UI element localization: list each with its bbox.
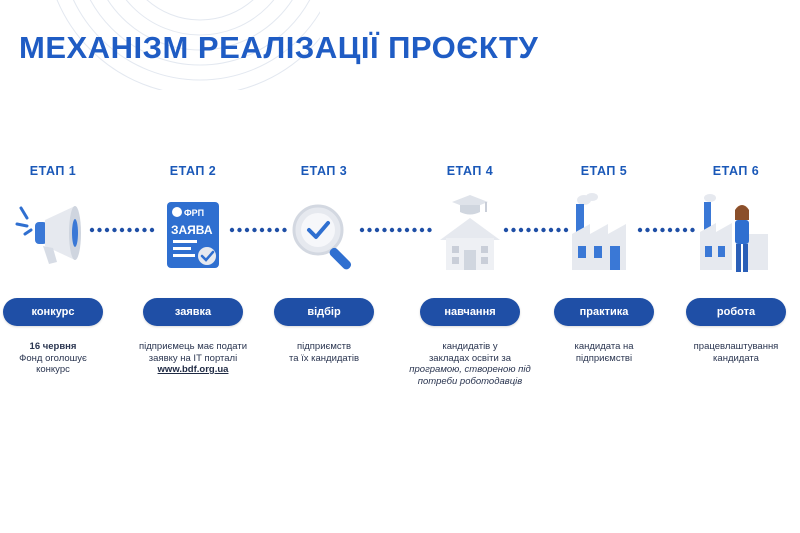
timeline-dot bbox=[89, 227, 95, 233]
factory-worker-icon bbox=[700, 194, 768, 272]
timeline-dot bbox=[675, 227, 680, 233]
desc-line: кандидатів у bbox=[442, 341, 498, 352]
stage-label: ЕТАП 4 bbox=[446, 164, 494, 178]
stage-pill[interactable]: відбір bbox=[274, 298, 374, 326]
page-title: МЕХАНІЗМ РЕАЛІЗАЦІЇ ПРОЄКТУ bbox=[19, 30, 539, 65]
stage-pill[interactable]: заявка bbox=[143, 298, 243, 326]
timeline-dot bbox=[637, 227, 643, 233]
timeline-dot bbox=[267, 227, 272, 233]
timeline-dot bbox=[526, 227, 531, 233]
timeline-dot bbox=[282, 227, 287, 233]
magnifier-check-icon bbox=[292, 204, 352, 270]
timeline-dot bbox=[511, 227, 516, 233]
desc-line: заявку на ІТ порталі bbox=[148, 352, 238, 364]
timeline-dot bbox=[397, 227, 402, 233]
timeline-dot bbox=[660, 227, 665, 233]
desc-line: та їх кандидатів bbox=[288, 352, 360, 364]
desc-line: програмою, створеною під bbox=[409, 364, 531, 375]
timeline-dot bbox=[229, 227, 235, 233]
timeline-dot bbox=[382, 227, 387, 233]
desc-line: потреби роботодавців bbox=[417, 375, 523, 387]
desc-line: працевлаштування bbox=[693, 341, 779, 352]
timeline-dot bbox=[149, 227, 155, 233]
stage-pill[interactable]: робота bbox=[686, 298, 786, 326]
timeline-dot bbox=[104, 227, 110, 233]
timeline-dot bbox=[389, 227, 395, 233]
timeline-dot bbox=[556, 227, 561, 233]
timeline-dot bbox=[533, 227, 539, 233]
background-arcs bbox=[56, 0, 320, 90]
timeline-dot bbox=[427, 227, 432, 233]
timeline-dot bbox=[252, 227, 257, 233]
timeline-dot bbox=[667, 227, 673, 233]
stage-description: кандидатів у закладах освіти за програмо… bbox=[405, 341, 535, 387]
desc-line: конкурс bbox=[36, 364, 70, 375]
stage-pill[interactable]: конкурс bbox=[3, 298, 103, 326]
desc-line: закладах освіти за bbox=[428, 352, 512, 364]
desc-line: підприємець має подати bbox=[138, 341, 248, 352]
stage-label: ЕТАП 3 bbox=[300, 164, 348, 178]
portal-link[interactable]: www.bdf.org.ua bbox=[157, 364, 229, 375]
stage-date: 16 червня bbox=[29, 341, 77, 352]
timeline-dot bbox=[548, 227, 554, 233]
timeline-dot bbox=[244, 227, 250, 233]
timeline-dot bbox=[374, 227, 380, 233]
stage-pill[interactable]: практика bbox=[554, 298, 654, 326]
timeline-dot bbox=[237, 227, 242, 233]
desc-line: підприємстві bbox=[575, 352, 633, 364]
desc-line: кандидата на bbox=[574, 341, 634, 352]
stage-label: ЕТАП 6 bbox=[712, 164, 760, 178]
school-graduation-icon bbox=[440, 195, 500, 270]
stage-label: ЕТАП 1 bbox=[29, 164, 77, 178]
timeline-dot bbox=[134, 227, 140, 233]
desc-line: підприємств bbox=[296, 341, 352, 352]
factory-icon bbox=[572, 193, 626, 270]
timeline-dot bbox=[690, 227, 695, 233]
stage-label: ЕТАП 2 bbox=[169, 164, 217, 178]
timeline-dot bbox=[359, 227, 365, 233]
timeline-dot bbox=[367, 227, 372, 233]
timeline-dot bbox=[518, 227, 524, 233]
timeline-dot bbox=[259, 227, 265, 233]
stage-description: 16 червня Фонд оголошує конкурс bbox=[0, 341, 118, 376]
stage-description: підприємець має подати заявку на ІТ порт… bbox=[128, 341, 258, 376]
timeline-dot bbox=[645, 227, 650, 233]
timeline-dot bbox=[97, 227, 102, 233]
timeline-dot bbox=[412, 227, 417, 233]
timeline-dot bbox=[419, 227, 425, 233]
stage-description: підприємств та їх кандидатів bbox=[259, 341, 389, 364]
stage-description: працевлаштування кандидата bbox=[671, 341, 800, 364]
desc-line: Фонд оголошує bbox=[19, 352, 87, 364]
application-form-icon: ФРП ЗАЯВА bbox=[167, 202, 219, 268]
timeline-dot bbox=[682, 227, 688, 233]
form-title-text: ЗАЯВА bbox=[171, 223, 213, 237]
megaphone-icon bbox=[15, 206, 81, 264]
logo-text: ФРП bbox=[184, 208, 204, 218]
timeline-dot bbox=[127, 227, 132, 233]
timeline-dot bbox=[119, 227, 125, 233]
timeline-dot bbox=[503, 227, 509, 233]
stage-label: ЕТАП 5 bbox=[580, 164, 628, 178]
timeline-dot bbox=[142, 227, 147, 233]
timeline-dot bbox=[404, 227, 410, 233]
timeline-dot bbox=[563, 227, 569, 233]
desc-line: кандидата bbox=[713, 352, 759, 364]
timeline-dot bbox=[652, 227, 658, 233]
timeline-dot bbox=[112, 227, 117, 233]
timeline-dot bbox=[541, 227, 546, 233]
stage-description: кандидата на підприємстві bbox=[539, 341, 669, 364]
timeline-dot bbox=[274, 227, 280, 233]
stage-pill[interactable]: навчання bbox=[420, 298, 520, 326]
